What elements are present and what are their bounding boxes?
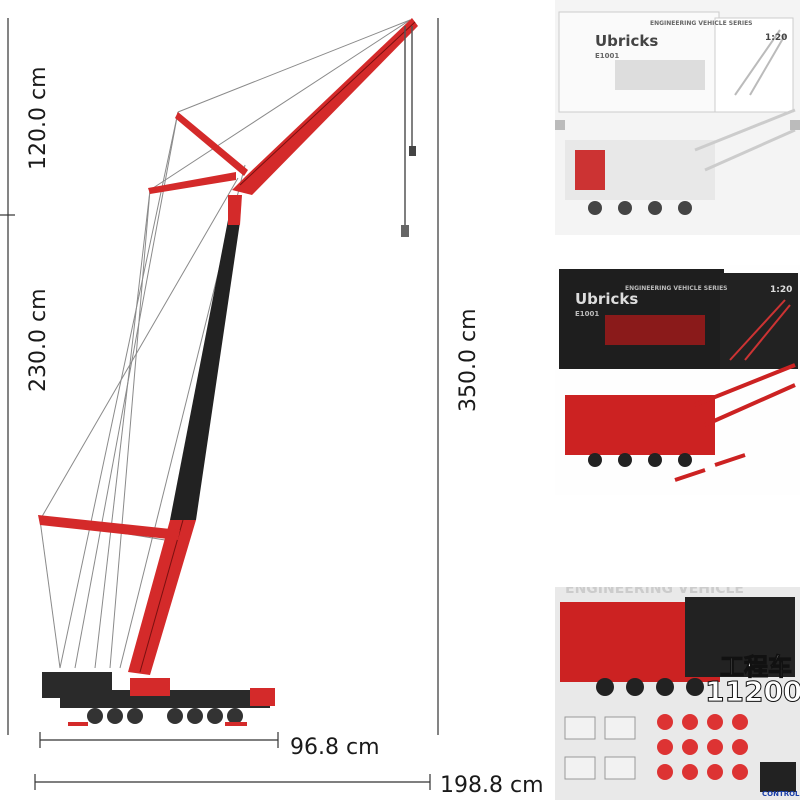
thumb3-control-label: CONTROL: [762, 790, 800, 798]
thumbnail-motor-kit[interactable]: ENGINEERING VEHICLE 工程车 11200 CONTROL: [555, 587, 800, 800]
thumb2-model: E1001: [575, 310, 600, 318]
dimension-top: 120.0 cm: [26, 66, 51, 170]
red-set-image: [559, 269, 798, 482]
thumb1-scale: 1:20: [765, 33, 788, 43]
luffing-jib: [148, 18, 418, 237]
thumb2-subtitle: ENGINEERING VEHICLE SERIES: [625, 285, 728, 292]
carrier-vehicle: [42, 672, 275, 726]
superlift-arm: [38, 515, 180, 540]
thumb3-banner: ENGINEERING VEHICLE: [565, 587, 744, 597]
thumbnail-red-set[interactable]: Ubricks ENGINEERING VEHICLE SERIES E1001…: [555, 265, 800, 495]
main-crane-diagram: 120.0 cm 230.0 cm 350.0 cm 96.8 cm 198.8…: [0, 18, 544, 798]
thumb1-model: E1001: [595, 52, 620, 60]
thumb1-subtitle: ENGINEERING VEHICLE SERIES: [650, 20, 753, 27]
motor-kit-image: [560, 597, 796, 792]
white-set-image: [555, 11, 800, 215]
thumbnail-white-set[interactable]: Ubricks ENGINEERING VEHICLE SERIES E1001…: [555, 0, 800, 235]
main-boom: [128, 195, 242, 675]
thumb1-brand: Ubricks: [595, 32, 659, 50]
guy-ropes: [39, 19, 411, 669]
dimension-width-base: 96.8 cm: [290, 735, 380, 760]
dimension-lower: 230.0 cm: [26, 288, 51, 392]
dimension-width-total: 198.8 cm: [440, 773, 544, 798]
thumb2-scale: 1:20: [770, 285, 793, 295]
thumb3-model-number: 11200: [704, 675, 800, 709]
thumb2-brand: Ubricks: [575, 290, 639, 308]
crane-illustration: [0, 18, 439, 790]
thumb3-chinese: 工程车: [720, 653, 793, 682]
dimension-lines: [0, 18, 439, 790]
dimension-total-height: 350.0 cm: [456, 308, 481, 412]
